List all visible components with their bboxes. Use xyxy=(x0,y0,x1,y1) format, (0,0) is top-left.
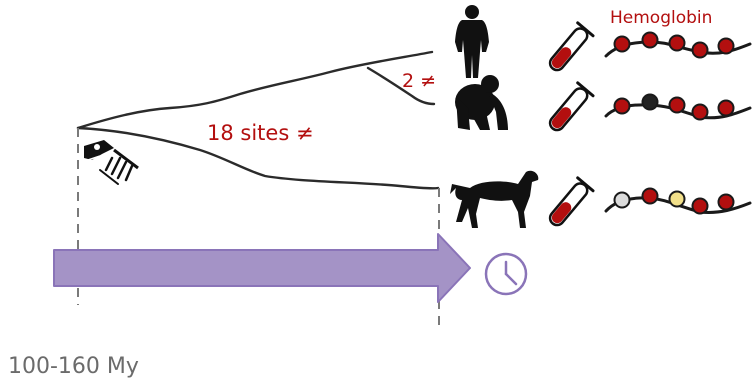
branch-upper xyxy=(78,52,432,128)
time-arrow xyxy=(54,234,470,302)
hemoglobin-beads xyxy=(615,33,734,214)
bead-gorilla-4 xyxy=(693,105,708,120)
gorilla-silhouette-icon xyxy=(455,75,508,130)
blood-tube-icon xyxy=(545,23,593,75)
bead-human-1 xyxy=(615,37,630,52)
bead-human-4 xyxy=(693,43,708,58)
time-span-label: 100-160 My xyxy=(8,354,139,379)
blood-tube-icon xyxy=(545,178,593,230)
bead-horse-3 xyxy=(670,192,685,207)
horse-silhouette-icon xyxy=(450,171,538,228)
human-gorilla-difference-label: 2 ≠ xyxy=(402,70,436,92)
bead-gorilla-3 xyxy=(670,98,685,113)
bead-gorilla-1 xyxy=(615,99,630,114)
bead-human-2 xyxy=(643,33,658,48)
sites-difference-label: 18 sites ≠ xyxy=(207,121,314,145)
blood-tube-icon xyxy=(545,83,593,135)
bead-horse-1 xyxy=(615,193,630,208)
clock-icon xyxy=(486,254,526,294)
bead-horse-4 xyxy=(693,199,708,214)
bead-gorilla-5 xyxy=(719,101,734,116)
bead-gorilla-2 xyxy=(643,95,658,110)
fossil-skeleton-icon xyxy=(84,140,138,184)
human-silhouette-icon xyxy=(455,5,489,78)
bead-horse-2 xyxy=(643,189,658,204)
bead-human-3 xyxy=(670,36,685,51)
bead-human-5 xyxy=(719,39,734,54)
bead-horse-5 xyxy=(719,195,734,210)
hemoglobin-heading: Hemoglobin xyxy=(610,8,712,28)
